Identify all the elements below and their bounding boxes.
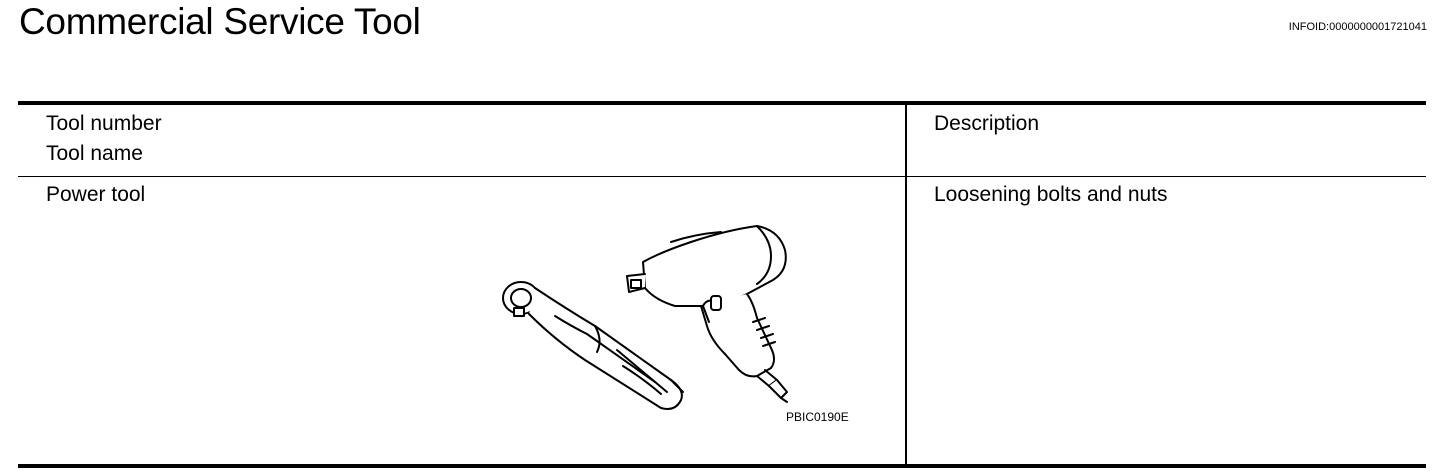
table-column-divider xyxy=(905,105,907,464)
row-tool-name: Power tool xyxy=(46,183,146,206)
row-description: Loosening bolts and nuts xyxy=(934,183,1168,206)
info-id: INFOID:0000000001721041 xyxy=(1288,21,1427,33)
page-title: Commercial Service Tool xyxy=(19,1,421,42)
table-header-rule xyxy=(18,176,1426,177)
figure-code: PBIC0190E xyxy=(786,410,849,424)
ratchet-and-impact-wrench-illustration xyxy=(502,225,788,410)
table-bottom-rule xyxy=(18,464,1426,468)
header-tool-name: Tool name xyxy=(46,142,143,165)
header-tool-number-name: Tool number Tool name xyxy=(46,109,162,169)
header-description: Description xyxy=(934,112,1040,135)
table-top-rule xyxy=(18,101,1426,105)
impact-wrench-icon xyxy=(626,225,788,403)
ratchet-icon xyxy=(502,281,684,410)
header-tool-number: Tool number xyxy=(46,112,162,135)
